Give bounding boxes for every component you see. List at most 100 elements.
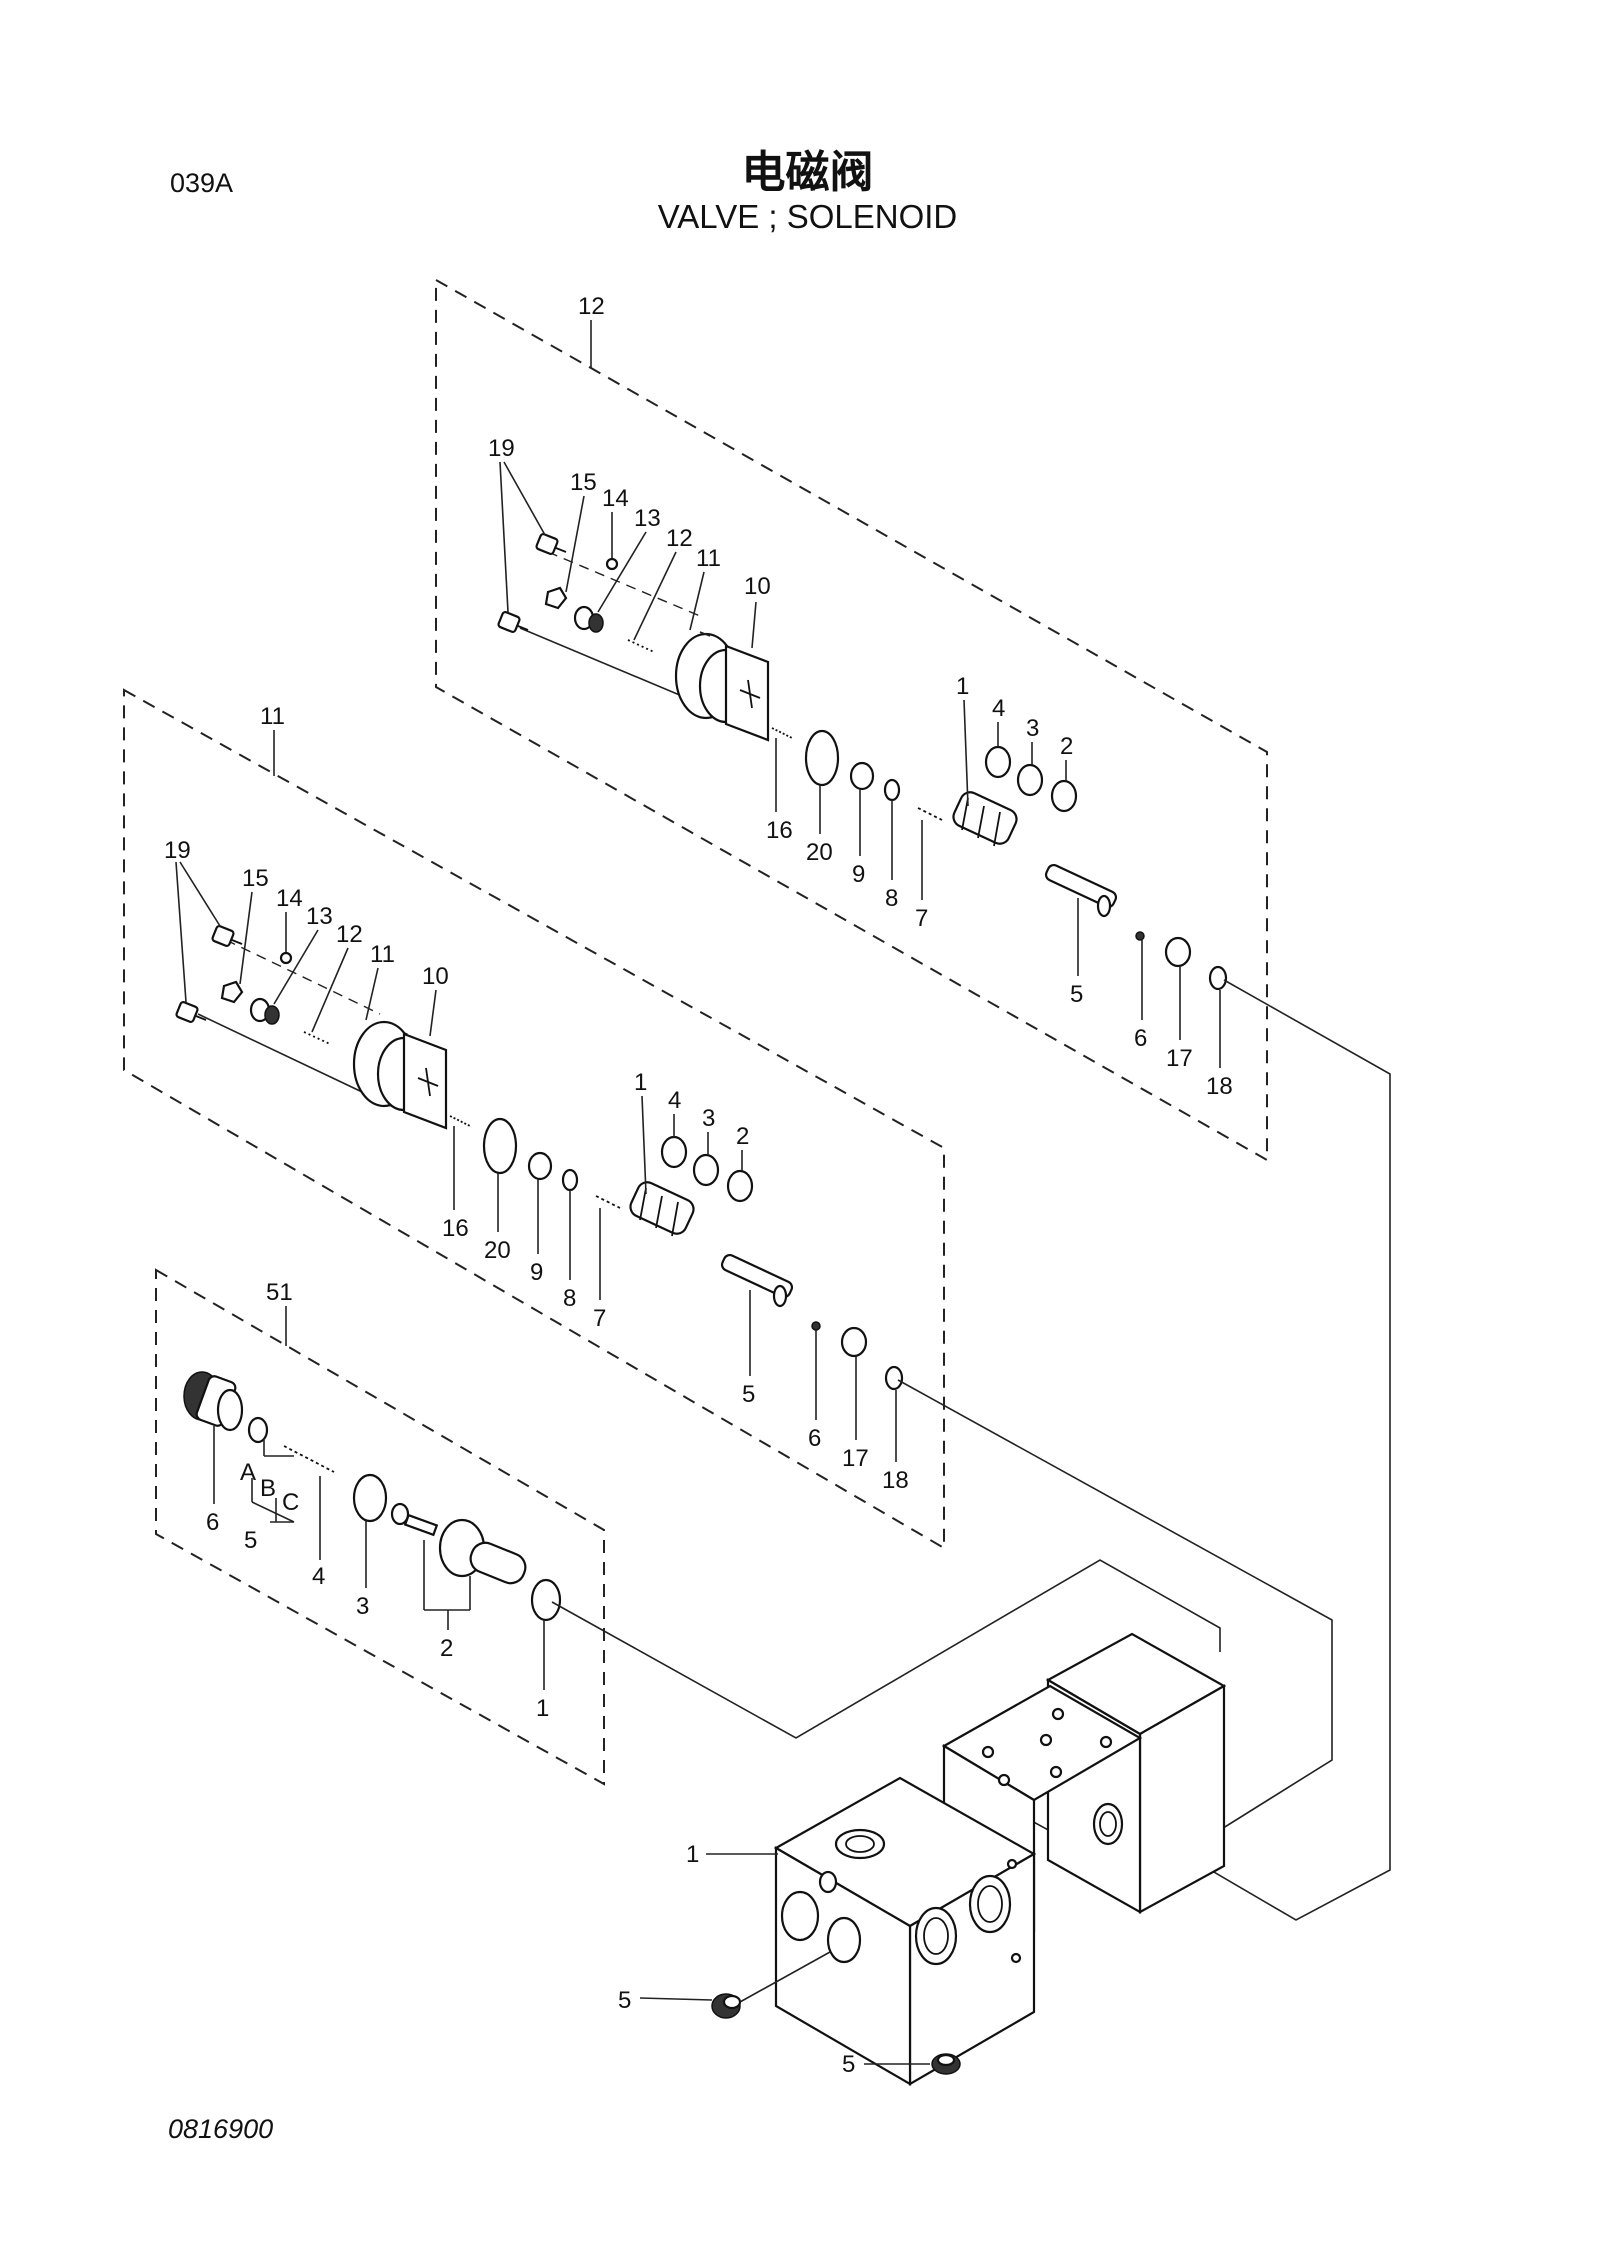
- port: [1092, 1802, 1124, 1846]
- ball-6: [1135, 931, 1145, 941]
- bolt-19b: [497, 611, 529, 633]
- sleeve-1: [629, 1181, 695, 1237]
- label-2: 2: [440, 1635, 453, 1662]
- port-front-b: [968, 1874, 1012, 1934]
- ring-8: [561, 1168, 579, 1192]
- assembly-11: 11: [123, 688, 945, 1550]
- label-11: 11: [696, 545, 721, 572]
- label-3: 3: [702, 1105, 715, 1132]
- spring-7: [595, 1195, 621, 1209]
- label-12: 12: [336, 921, 363, 948]
- cap-13: [249, 997, 280, 1025]
- label-1: 1: [956, 673, 969, 700]
- sleeve-1: [952, 791, 1018, 847]
- shim: [247, 1416, 269, 1444]
- label-15: 15: [570, 469, 597, 496]
- label-5: 5: [244, 1527, 257, 1554]
- snap-ring-18: [1208, 965, 1228, 991]
- label-7: 7: [915, 905, 928, 932]
- bolt-19b: [175, 1001, 207, 1023]
- washer-9: [527, 1151, 553, 1181]
- label-11: 11: [370, 941, 395, 968]
- plug-17: [840, 1326, 868, 1358]
- ring-14: [279, 951, 293, 965]
- cap-13: [573, 605, 604, 633]
- bolt-19a: [535, 533, 567, 555]
- label-4: 4: [992, 695, 1005, 722]
- assembly-11-number: 11: [260, 703, 285, 730]
- valve-body: 1 5 5: [618, 1632, 1227, 2086]
- washer-9: [849, 761, 875, 791]
- port-side-a: [780, 1890, 820, 1942]
- label-8: 8: [885, 885, 898, 912]
- label-17: 17: [1166, 1045, 1193, 1072]
- bolt-19a: [211, 925, 243, 947]
- spring-7: [917, 807, 943, 821]
- assembly-11-frame: [123, 688, 945, 1550]
- label-4: 4: [312, 1563, 325, 1590]
- o-ring-4: [984, 745, 1012, 779]
- spool-5: [1044, 863, 1118, 918]
- label-5: 5: [742, 1381, 755, 1408]
- label-1: 1: [536, 1695, 549, 1722]
- label-A: A: [240, 1459, 256, 1486]
- label-20: 20: [806, 839, 833, 866]
- label-18: 18: [882, 1467, 909, 1494]
- label-12: 12: [666, 525, 693, 552]
- label-7: 7: [593, 1305, 606, 1332]
- assembly-12-number: 12: [578, 293, 605, 320]
- spring-12: [303, 1031, 331, 1045]
- ring-8: [883, 778, 901, 802]
- label-17: 17: [842, 1445, 869, 1472]
- label-19: 19: [488, 435, 515, 462]
- label-13: 13: [634, 505, 661, 532]
- o-ring-2: [726, 1169, 754, 1203]
- label-6: 6: [206, 1509, 219, 1536]
- spring-4: [283, 1445, 335, 1473]
- title-english: VALVE ; SOLENOID: [657, 198, 958, 235]
- label-10: 10: [744, 573, 771, 600]
- label-6: 6: [808, 1425, 821, 1452]
- label-4: 4: [668, 1087, 681, 1114]
- plug-6: [183, 1371, 244, 1432]
- label-1: 1: [634, 1069, 647, 1096]
- port-top: [834, 1828, 886, 1860]
- label-18: 18: [1206, 1073, 1233, 1100]
- solenoid-10: [352, 1020, 448, 1130]
- pin-16: [449, 1115, 471, 1127]
- label-13: 13: [306, 903, 333, 930]
- assembly-51-number: 51: [266, 1279, 293, 1306]
- label-15: 15: [242, 865, 269, 892]
- o-ring-2: [1050, 779, 1078, 813]
- label-body-5a: 5: [618, 1987, 631, 2014]
- label-20: 20: [484, 1237, 511, 1264]
- label-body-1: 1: [686, 1841, 699, 1868]
- page-code: 039A: [170, 168, 234, 198]
- label-16: 16: [766, 817, 793, 844]
- label-14: 14: [602, 485, 629, 512]
- label-14: 14: [276, 885, 303, 912]
- pin-16: [771, 727, 793, 739]
- label-C: C: [282, 1489, 299, 1516]
- ring-14: [605, 557, 619, 571]
- label-9: 9: [852, 861, 865, 888]
- o-ring-3: [692, 1153, 720, 1187]
- ring-1: [530, 1578, 562, 1622]
- plug-17: [1164, 936, 1192, 968]
- axis-dashed: [547, 551, 701, 617]
- assembly-12: 12: [435, 278, 1268, 1162]
- port-side-b: [826, 1916, 862, 1964]
- label-3: 3: [1026, 715, 1039, 742]
- nut-15: [220, 980, 244, 1004]
- plug-5b: [931, 2053, 961, 2075]
- label-19: 19: [164, 837, 191, 864]
- document-number: 0816900: [168, 2114, 274, 2144]
- ball-6: [811, 1321, 821, 1331]
- label-16: 16: [442, 1215, 469, 1242]
- o-ring-3: [352, 1473, 388, 1523]
- label-body-5b: 5: [842, 2051, 855, 2078]
- snap-ring-18: [884, 1365, 904, 1391]
- solenoid-10: [674, 632, 770, 742]
